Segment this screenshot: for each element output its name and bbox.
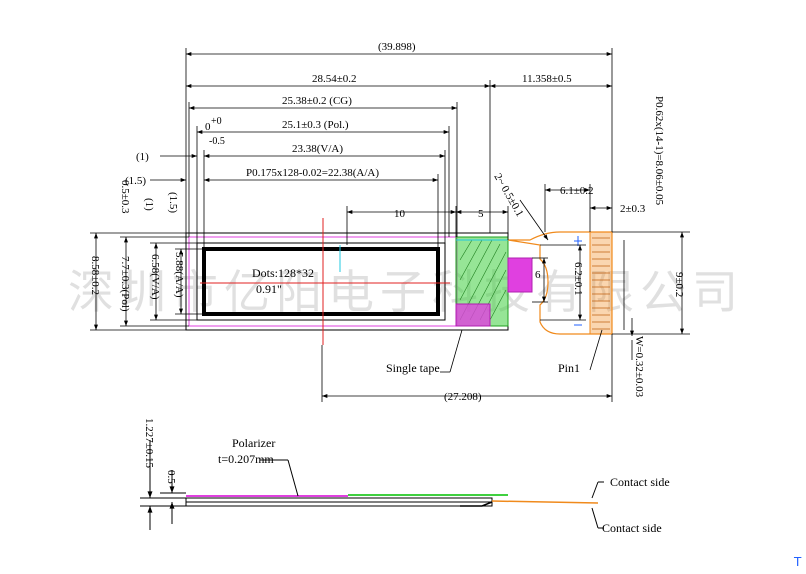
dim-one: (1) [136, 151, 149, 163]
dim-h15: (1.5) [167, 192, 179, 213]
dim-2: 2±0.3 [620, 203, 646, 215]
dim-bottom: (27.208) [444, 391, 482, 403]
dim-h05b: 0.5 [165, 470, 177, 484]
size-label: 0.91" [256, 282, 282, 296]
contact-side-top: Contact side [610, 475, 670, 489]
dim-h77: 7.7±0.3(Pol) [119, 256, 131, 312]
polarizer-label: Polarizer [232, 436, 275, 450]
dim-h858: 8.58±0.2 [89, 256, 101, 295]
tol-zero: 0 [205, 121, 211, 133]
pin1-label: Pin1 [558, 361, 580, 375]
fpc-outline [507, 231, 613, 335]
dim-h1: (1) [143, 198, 155, 211]
dim-cg: 25.38±0.2 (CG) [282, 95, 352, 107]
dim-aa: P0.175x128-0.02=22.38(A/A) [246, 167, 379, 179]
front-view [185, 218, 613, 345]
dim-pol: 25.1±0.3 (Pol.) [282, 119, 349, 131]
tol-plus: +0 [211, 116, 222, 127]
dots-label: Dots:128*32 [252, 266, 314, 280]
contact-side-bottom: Contact side [602, 521, 662, 535]
dim-pitch: P0.62x(14-1)=8.06±0.05 [653, 96, 665, 206]
right-dimensions [321, 231, 690, 402]
dim-h658: 6.58(V/A) [149, 254, 161, 300]
contact-pins [592, 237, 610, 330]
active-area [202, 247, 440, 316]
dim-h62: 6.2±0.1 [572, 262, 584, 296]
dim-5: 5 [478, 208, 484, 220]
dim-2854: 28.54±0.2 [312, 73, 357, 85]
cover-hatching [459, 239, 507, 321]
left-dimensions [90, 232, 204, 331]
dim-overall: (39.898) [378, 41, 416, 53]
dim-10: 10 [394, 208, 406, 220]
dim-h9: 9±0.2 [673, 272, 685, 297]
dim-h05: 0.5±0.3 [119, 180, 131, 214]
tape-piece [507, 257, 533, 293]
viewing-area [196, 242, 446, 321]
corner-mark: T [793, 555, 802, 569]
dim-h6: 6 [535, 269, 541, 281]
top-dimensions [150, 48, 613, 249]
fpc-contacts [589, 231, 613, 335]
dim-h588: 5.88(A/A) [173, 252, 185, 298]
dim-11358: 11.358±0.5 [522, 73, 572, 85]
single-tape-label: Single tape [386, 361, 440, 375]
thickness-label: t=0.207mm [218, 452, 274, 466]
tol-minus: -0.5 [209, 136, 225, 147]
side-view [140, 440, 604, 530]
dim-w: W=0.32±0.03 [633, 336, 645, 398]
dim-one5: (1.5) [125, 175, 146, 187]
dim-h1227: 1.227±0.15 [143, 418, 155, 469]
watermark-text: 深圳市亿阳电子科技有限公司 [68, 265, 744, 319]
dim-61: 6.1±0.2 [560, 185, 594, 197]
single-tape [455, 303, 491, 327]
dim-va: 23.38(V/A) [292, 143, 343, 155]
